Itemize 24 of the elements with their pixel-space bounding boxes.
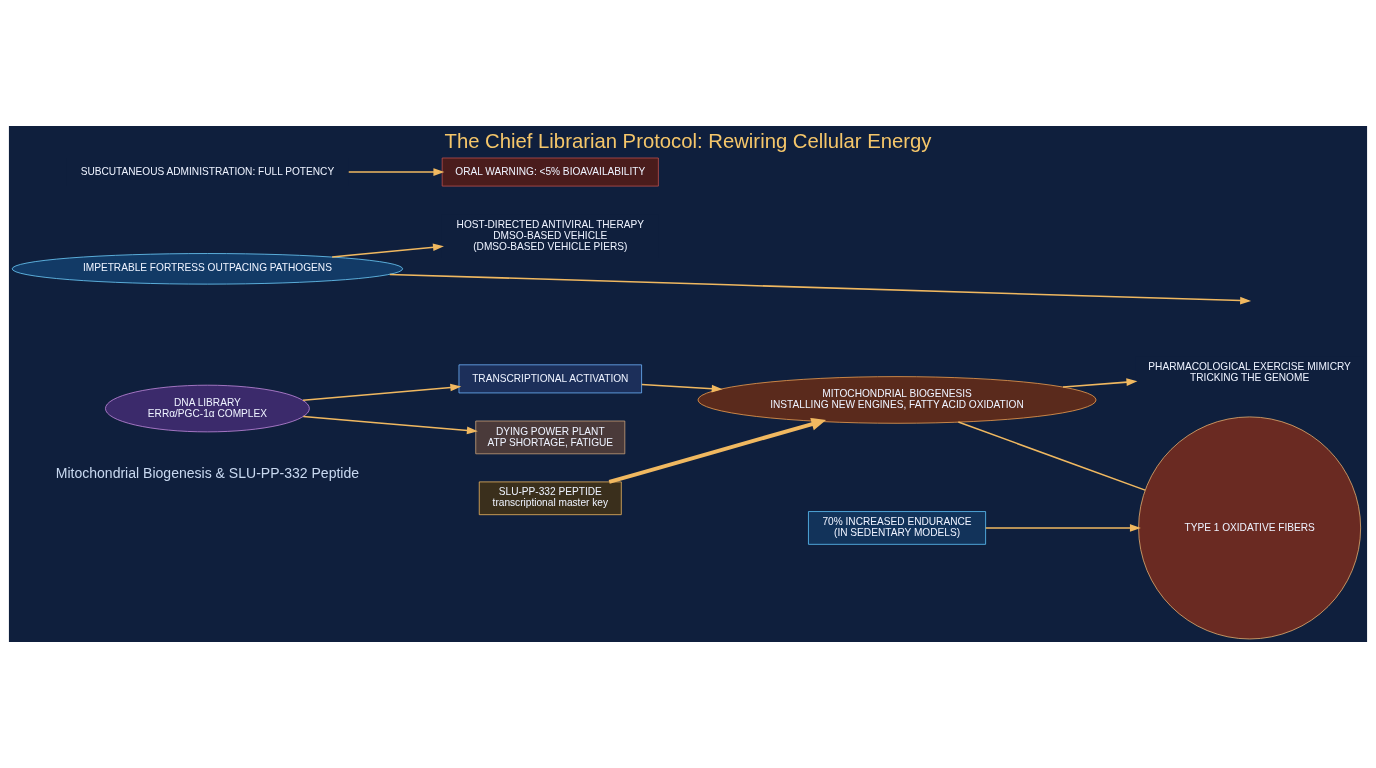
node-box: ORAL WARNING: <5% BIOAVAILABILITY: [441, 157, 659, 187]
node-box: 70% INCREASED ENDURANCE (IN SEDENTARY MODELS): [808, 511, 986, 545]
node-ellipse: DNA LIBRARY ERRα/PGC-1α COMPLEX: [105, 384, 310, 433]
label: Mitochondrial Biogenesis & SLU-PP-332 Peptide: [55, 464, 360, 481]
arrow: [608, 417, 827, 484]
node-ellipse: IMPETRABLE FORTRESS OUTPACING PATHOGENS: [11, 253, 403, 285]
node-ellipse: MITOCHONDRIAL BIOGENESIS INSTALLING NEW ENGINES, FATTY ACID OXIDATION: [697, 376, 1097, 424]
node-text: HOST-DIRECTED ANTIVIRAL THERAPY DMSO-BASED VEHICLE (DMSO-BASED VEHICLE PIERS): [456, 218, 644, 252]
connector: [957, 421, 1146, 491]
arrow: [984, 524, 1141, 532]
arrow: [641, 383, 723, 393]
arrow: [1062, 378, 1138, 388]
node-text: SUBCUTANEOUS ADMINISTRATION: FULL POTENCY: [80, 165, 335, 177]
node-box: DYING POWER PLANT ATP SHORTAGE, FATIGUE: [475, 420, 626, 455]
node-circle: TYPE 1 OXIDATIVE FIBERS: [1138, 416, 1362, 640]
node-text: PHARMACOLOGICAL EXERCISE MIMICRY TRICKING THE GENOME: [1148, 360, 1351, 383]
arrow: [347, 168, 445, 176]
node-box: TRANSCRIPTIONAL ACTIVATION: [458, 364, 642, 394]
arrow: [302, 383, 462, 402]
arrow: [302, 415, 478, 435]
diagram-title: The Chief Librarian Protocol: Rewiring Cellular Energy: [444, 130, 932, 153]
node-box: SLU-PP-332 PEPTIDE transcriptional master key: [478, 481, 622, 516]
arrow: [331, 243, 444, 258]
arrow: [388, 273, 1252, 305]
